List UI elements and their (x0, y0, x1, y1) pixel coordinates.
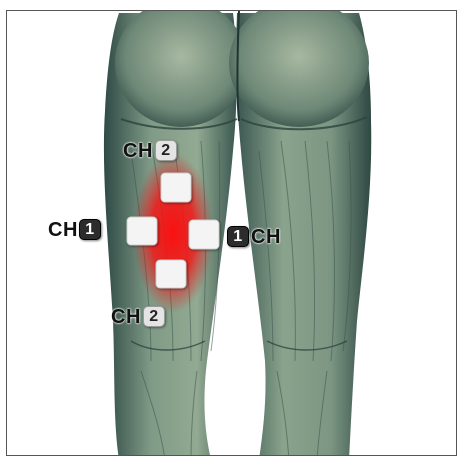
channel-label-text: CH (251, 227, 281, 247)
channel-number-badge: 1 (79, 219, 101, 240)
channel-number-badge: 2 (143, 306, 165, 327)
channel-label-top: CH 2 (123, 140, 177, 161)
image-frame: CH 2 CH 1 1 CH CH 2 (6, 10, 457, 456)
channel-label-right: 1 CH (227, 226, 281, 247)
electrode-pad-top (161, 173, 191, 202)
channel-label-text: CH (48, 220, 78, 240)
channel-label-text: CH (123, 141, 153, 161)
channel-number-badge: 1 (227, 226, 249, 247)
electrode-pad-left (127, 217, 157, 245)
electrode-pad-bottom (156, 260, 186, 288)
channel-label-text: CH (111, 307, 141, 327)
channel-label-left: CH 1 (48, 219, 101, 240)
channel-label-bottom: CH 2 (111, 306, 165, 327)
channel-number-badge: 2 (155, 140, 177, 161)
electrode-pad-right (189, 220, 219, 249)
